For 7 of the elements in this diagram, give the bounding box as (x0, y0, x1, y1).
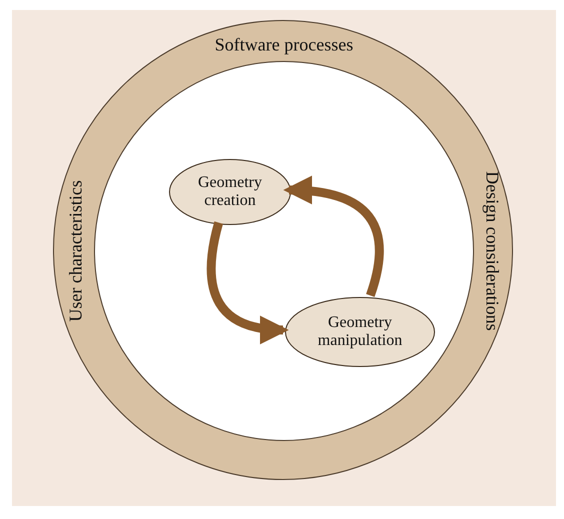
arrow (283, 176, 384, 297)
band-label: User characteristics (66, 180, 86, 322)
arrow (206, 222, 289, 344)
process-ellipse: Geometry manipulation (285, 297, 435, 367)
band-label: Design considerations (482, 171, 502, 331)
band-label: Software processes (214, 34, 354, 56)
process-ellipse: Geometry creation (169, 159, 291, 225)
